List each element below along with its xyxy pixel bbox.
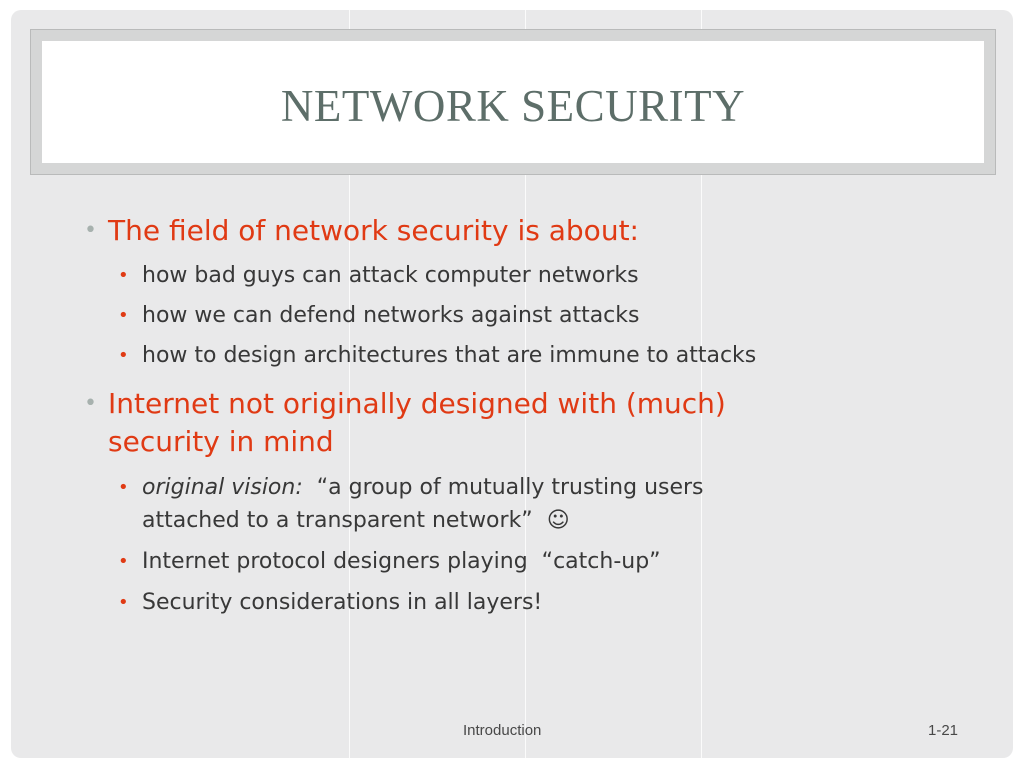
sub-bullet-continuation: attached to a transparent network” ☺ — [142, 505, 570, 537]
sub-bullet-item: • Security considerations in all layers! — [118, 587, 543, 619]
bullet-dot-icon: • — [118, 345, 129, 366]
bullet-dot-icon: • — [118, 305, 129, 326]
slide-panel: NETWORK SECURITY • The field of network … — [11, 10, 1013, 758]
background-stripe — [525, 10, 526, 758]
sub-bullet-text: attached to a transparent network” ☺ — [142, 508, 570, 533]
slide-number: 1-21 — [928, 722, 959, 739]
background-stripe — [349, 10, 350, 758]
slide-title: NETWORK SECURITY — [280, 81, 746, 131]
sub-bullet-item: • original vision: “a group of mutually … — [118, 472, 704, 504]
sub-bullet-item: • how to design architectures that are i… — [118, 340, 757, 372]
bullet-text: security in mind — [108, 425, 334, 458]
bullet-item: • Internet not originally designed with … — [84, 386, 726, 422]
bullet-item: • The field of network security is about… — [84, 213, 639, 249]
background-stripe — [701, 10, 702, 758]
bullet-dot-icon: • — [118, 551, 129, 572]
bullet-text: The field of network security is about: — [108, 214, 639, 247]
bullet-dot-icon: • — [118, 265, 129, 286]
emphasis-text: original vision: — [142, 475, 303, 500]
title-frame: NETWORK SECURITY — [30, 29, 996, 175]
sub-bullet-text: Internet protocol designers playing “cat… — [142, 549, 661, 574]
sub-bullet-text: “a group of mutually trusting users — [302, 475, 704, 500]
bullet-text: Internet not originally designed with (m… — [108, 387, 726, 420]
sub-bullet-item: • Internet protocol designers playing “c… — [118, 546, 661, 578]
bullet-dot-icon: • — [84, 391, 97, 416]
sub-bullet-text: how we can defend networks against attac… — [142, 303, 640, 328]
sub-bullet-text: how bad guys can attack computer network… — [142, 263, 639, 288]
sub-bullet-item: • how bad guys can attack computer netwo… — [118, 260, 639, 292]
bullet-text-continuation: security in mind — [108, 424, 334, 460]
slide-body: • The field of network security is about… — [11, 10, 1013, 758]
sub-bullet-text: how to design architectures that are imm… — [142, 343, 757, 368]
sub-bullet-item: • how we can defend networks against att… — [118, 300, 640, 332]
sub-bullet-text: Security considerations in all layers! — [142, 590, 543, 615]
bullet-dot-icon: • — [118, 592, 129, 613]
title-area: NETWORK SECURITY — [42, 41, 984, 163]
footer-section: Introduction — [463, 722, 542, 739]
bullet-dot-icon: • — [84, 218, 97, 243]
bullet-dot-icon: • — [118, 477, 129, 498]
